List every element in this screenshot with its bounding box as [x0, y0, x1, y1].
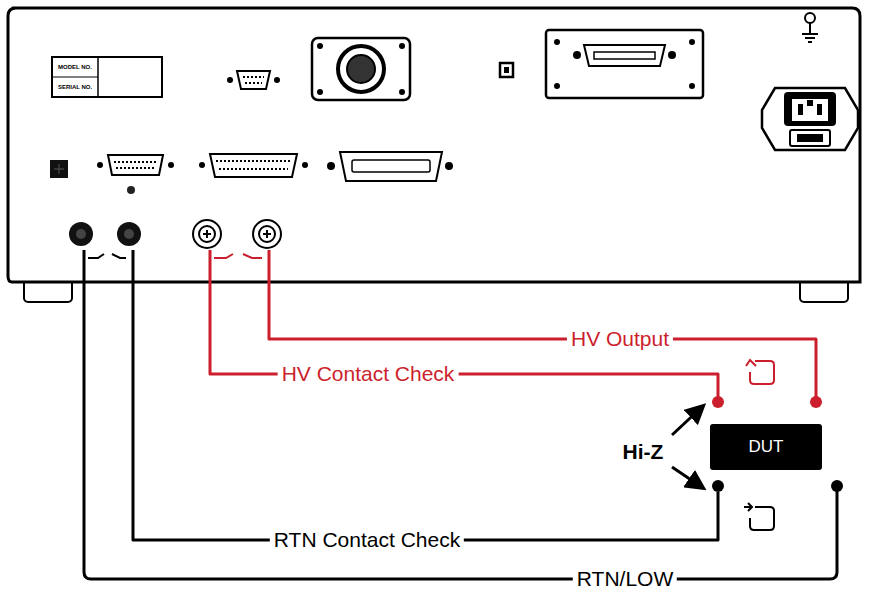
db15-connector	[97, 155, 174, 175]
jumper	[214, 254, 262, 258]
dut-terminal	[810, 396, 822, 408]
ground-terminal	[802, 13, 818, 42]
dut-terminal	[712, 396, 724, 408]
dut-terminal	[712, 480, 724, 492]
db9-connector	[227, 71, 280, 89]
dut-box: DUT	[710, 424, 822, 470]
fuse-holder	[50, 160, 68, 178]
jumper	[88, 254, 126, 258]
indicator	[127, 186, 135, 194]
wire-label: MODEL NO.	[58, 64, 92, 71]
wire-label: RTN/LOW	[573, 567, 677, 591]
hv-terminal	[193, 220, 281, 248]
model-plate	[52, 57, 162, 97]
pointer-arrow	[672, 406, 703, 435]
wire-label: Hi-Z	[619, 440, 668, 464]
power-inlet	[762, 88, 858, 150]
rtn-terminal	[69, 222, 141, 246]
usb-port	[500, 63, 513, 77]
wire-label: RTN Contact Check	[270, 528, 464, 552]
pointer-arrow	[672, 467, 703, 488]
round-connector	[312, 38, 410, 100]
db25-connector	[199, 154, 308, 177]
dut-terminal	[831, 480, 843, 492]
wire-label: SERIAL NO.	[58, 84, 92, 91]
wire-label: HV Output	[567, 327, 673, 351]
interface-connector	[327, 152, 453, 181]
test-lead	[84, 250, 837, 579]
rear-panel	[8, 8, 860, 282]
gpib-connector	[546, 30, 703, 98]
wire-label: HV Contact Check	[278, 362, 459, 386]
node-text: DUT	[749, 437, 784, 457]
